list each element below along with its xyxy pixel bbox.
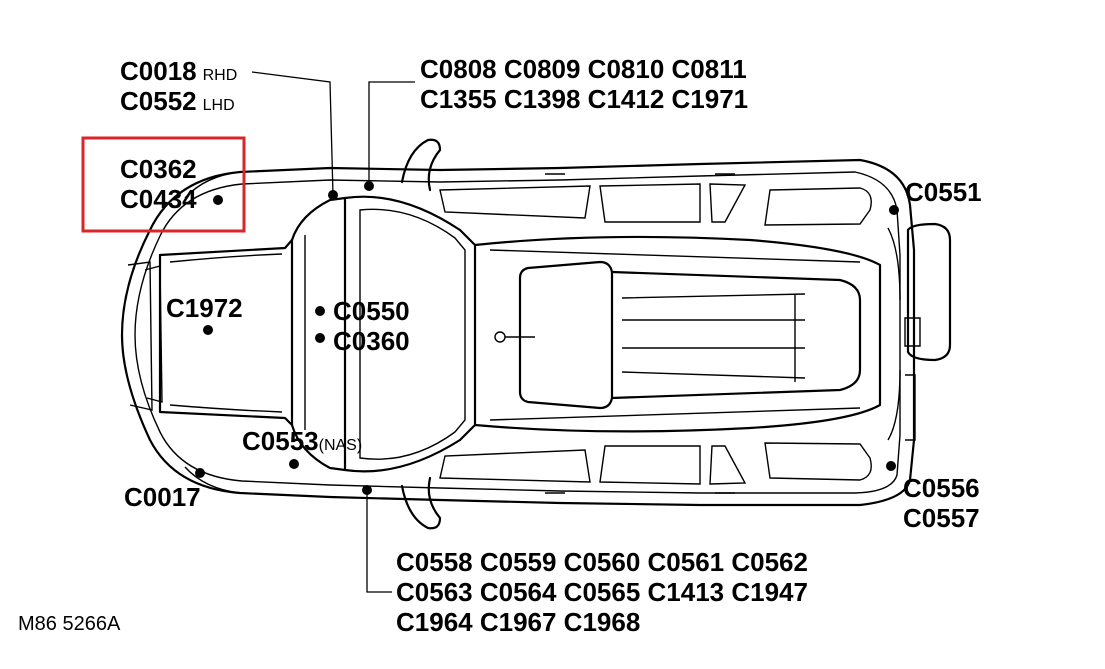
label-c0017: C0017: [124, 482, 201, 512]
connector-labels: C0018 RHD C0552 LHD C0362 C0434 C0808 C080…: [18, 54, 982, 637]
dot-c0808-group: [364, 181, 374, 191]
label-c0556: C0556: [903, 473, 980, 503]
label-nas: (NAS): [319, 437, 363, 454]
label-c0557: C0557: [903, 503, 980, 533]
label-c0018: C0018: [120, 56, 197, 86]
dot-c0360: [315, 333, 325, 343]
label-c0552: C0552: [120, 86, 197, 116]
leader-lines: [251, 71, 415, 593]
label-c0434: C0434: [120, 184, 197, 214]
label-rhd: RHD: [203, 67, 238, 84]
label-c0360: C0360: [333, 326, 410, 356]
dot-c0018-c0552: [328, 190, 338, 200]
label-top-right-line1: C0808 C0809 C0810 C0811: [420, 54, 747, 84]
dot-c1972: [203, 325, 213, 335]
label-c0362: C0362: [120, 154, 197, 184]
dot-c0017: [195, 468, 205, 478]
dot-c0550: [315, 306, 325, 316]
dot-c0434: [213, 195, 223, 205]
label-bottom-line2: C0563 C0564 C0565 C1413 C1947: [396, 577, 808, 607]
label-bottom-line1: C0558 C0559 C0560 C0561 C0562: [396, 547, 808, 577]
dot-c0553: [289, 459, 299, 469]
highlight-box: [81, 136, 246, 233]
dot-c0556-c0557: [886, 461, 896, 471]
dot-c0551: [889, 205, 899, 215]
label-c0550: C0550: [333, 296, 410, 326]
connector-dots: [195, 181, 899, 495]
svg-text:C0553(NAS): C0553(NAS): [242, 426, 362, 456]
label-bottom-line3: C1964 C1967 C1968: [396, 607, 640, 637]
label-c1972: C1972: [166, 293, 243, 323]
label-c0553: C0553: [242, 426, 319, 456]
figure-reference: M86 5266A: [18, 613, 121, 635]
dot-c0558-group: [362, 485, 372, 495]
label-c0551: C0551: [905, 177, 982, 207]
vehicle-outline: [120, 138, 952, 530]
label-lhd: LHD: [203, 97, 235, 114]
label-top-right-line2: C1355 C1398 C1412 C1971: [420, 84, 748, 114]
